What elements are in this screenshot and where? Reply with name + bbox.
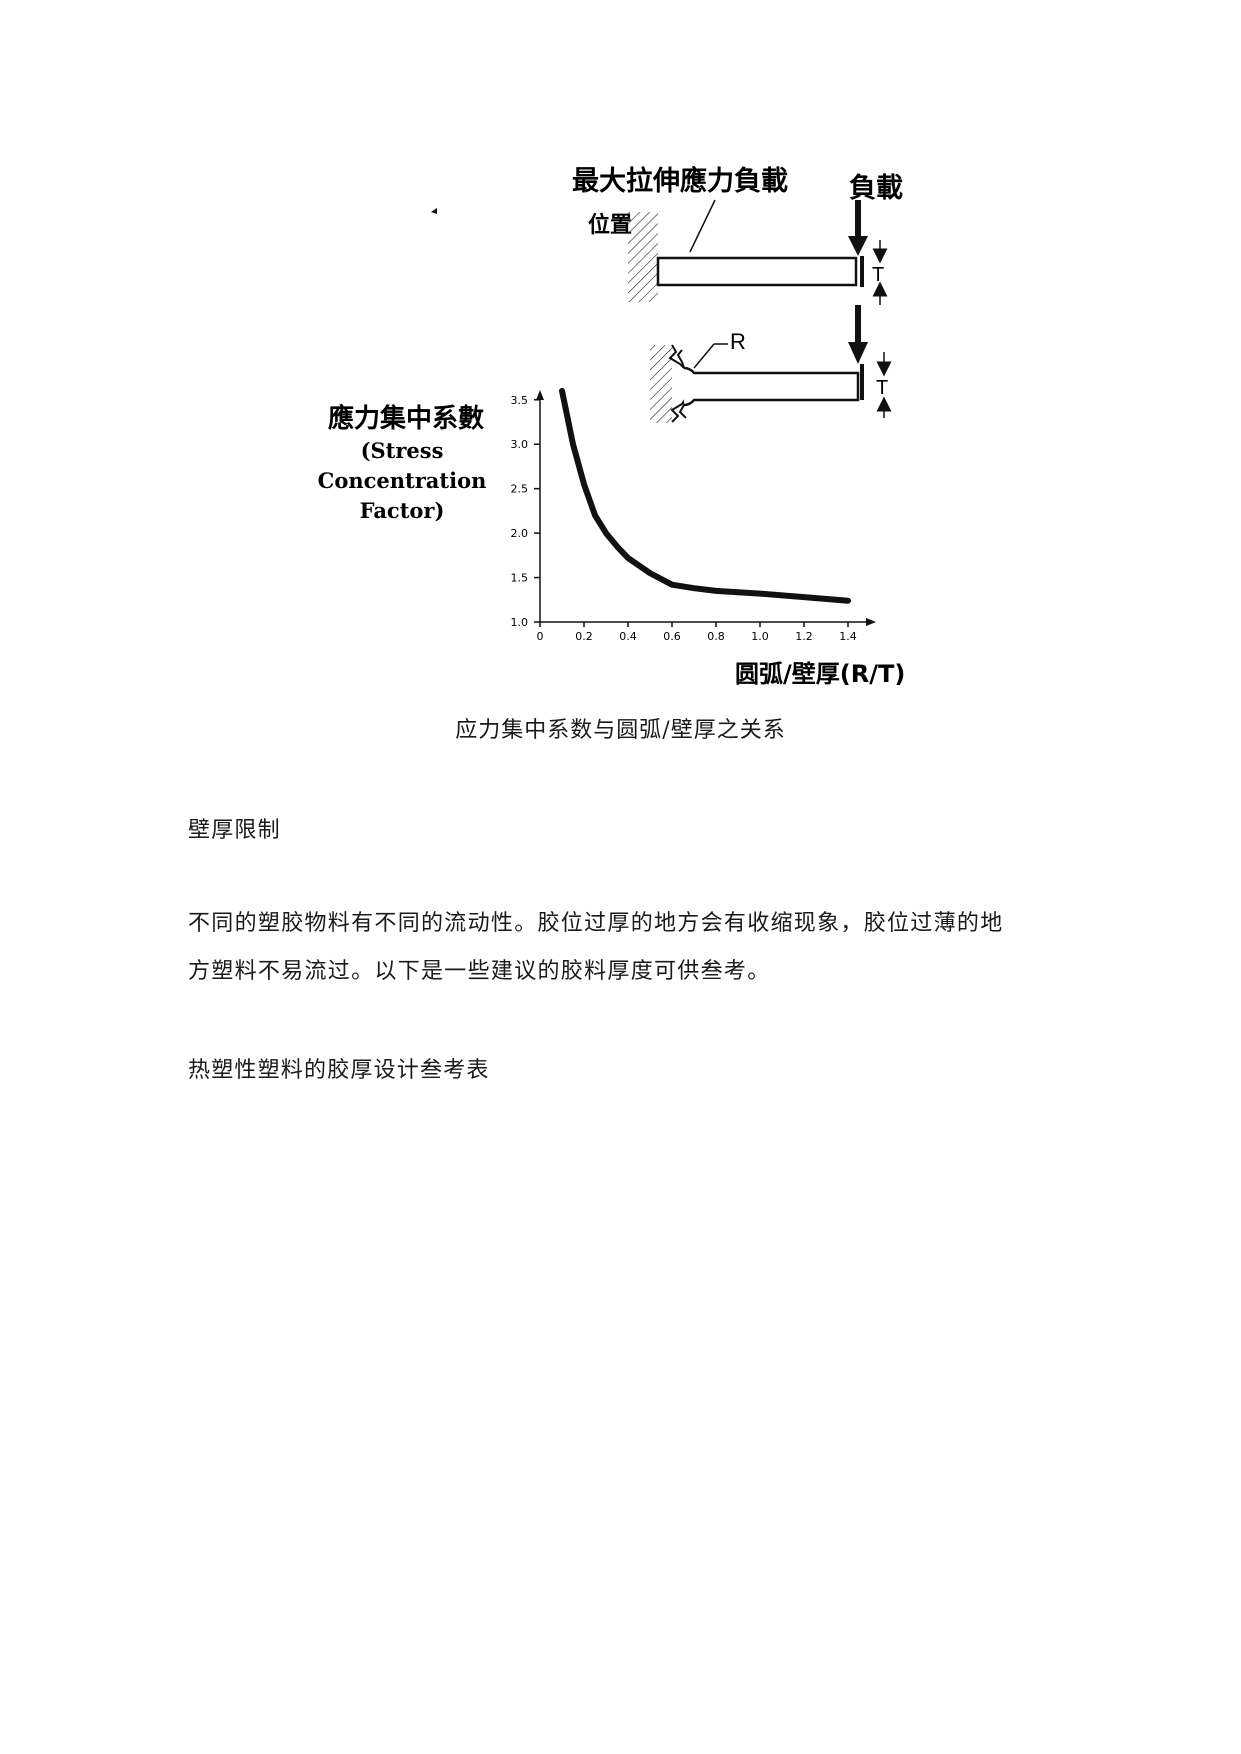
load-label: 負載 <box>849 173 903 204</box>
break-line-top <box>668 344 685 369</box>
y-tick-label: 3.0 <box>511 438 529 451</box>
stress-chart: 1.0 1.5 2.0 2.5 3.0 3.5 0 0.2 0.4 0.6 0.8 1.0 1.2 1.4 <box>511 387 876 643</box>
beam-radius <box>683 366 860 407</box>
paragraph-line-1: 不同的塑胶物料有不同的流动性。胶位过厚的地方会有收缩现象，胶位过薄的地 <box>188 911 1004 936</box>
radius-leader <box>693 343 715 369</box>
x-tick-label: 0.4 <box>619 630 637 643</box>
table-title: 热塑性塑料的胶厚设计叁考表 <box>188 1058 490 1083</box>
load-arrow-head <box>848 236 868 256</box>
paragraph: 不同的塑胶物料有不同的流动性。胶位过厚的地方会有收缩现象，胶位过薄的地 方塑料不… <box>188 900 1068 996</box>
y-tick-label: 1.0 <box>511 616 529 629</box>
leader-line <box>689 199 716 253</box>
thickness-label-2: T <box>876 377 888 399</box>
y-tick-label: 2.5 <box>511 483 529 496</box>
thickness-label: T <box>872 264 884 286</box>
y-axis-arrow <box>536 390 544 400</box>
radius-label: R <box>730 329 746 354</box>
radius-corner-diagram: R T <box>650 305 892 423</box>
x-tick-label: 0.8 <box>707 630 725 643</box>
series-line <box>559 387 851 604</box>
wall-hatch <box>628 212 658 302</box>
x-tick-label: 0.6 <box>663 630 681 643</box>
stray-mark <box>431 208 437 214</box>
x-tick-label: 0 <box>537 630 544 643</box>
load-arrow-head-2 <box>848 342 868 364</box>
paragraph-line-2: 方塑料不易流过。以下是一些建议的胶料厚度可供叁考。 <box>188 959 771 984</box>
x-tick-label: 1.2 <box>795 630 813 643</box>
x-tick-label: 1.0 <box>751 630 769 643</box>
sharp-corner-diagram: 最大拉伸應力負載 位置 負載 T <box>572 165 903 305</box>
stress-concentration-figure: 最大拉伸應力負載 位置 負載 T R T 應力集中系數 (Stress Conc… <box>318 165 906 688</box>
position-label: 位置 <box>588 212 632 238</box>
section-title: 壁厚限制 <box>188 818 281 843</box>
beam-top <box>656 256 858 287</box>
figure-caption: 应力集中系数与圆弧/壁厚之关系 <box>455 718 786 743</box>
ylabel-en-1: (Stress <box>361 438 444 463</box>
x-axis-arrow <box>866 618 876 626</box>
ylabel-zh: 應力集中系數 <box>328 403 484 434</box>
y-axis-title: 應力集中系數 (Stress Concentration Factor) <box>318 403 487 523</box>
x-tick-label: 1.4 <box>839 630 857 643</box>
wall-hatch-2 <box>650 345 672 423</box>
break-line-bottom <box>670 397 687 423</box>
ylabel-en-3: Factor) <box>360 498 445 523</box>
y-tick-label: 1.5 <box>511 572 529 585</box>
ylabel-en-2: Concentration <box>318 468 487 493</box>
x-tick-label: 0.2 <box>575 630 593 643</box>
y-tick-label: 3.5 <box>511 394 529 407</box>
xlabel: 圆弧/壁厚(R/T) <box>735 660 905 688</box>
max-stress-label: 最大拉伸應力負載 <box>572 165 788 197</box>
y-tick-label: 2.0 <box>511 527 529 540</box>
